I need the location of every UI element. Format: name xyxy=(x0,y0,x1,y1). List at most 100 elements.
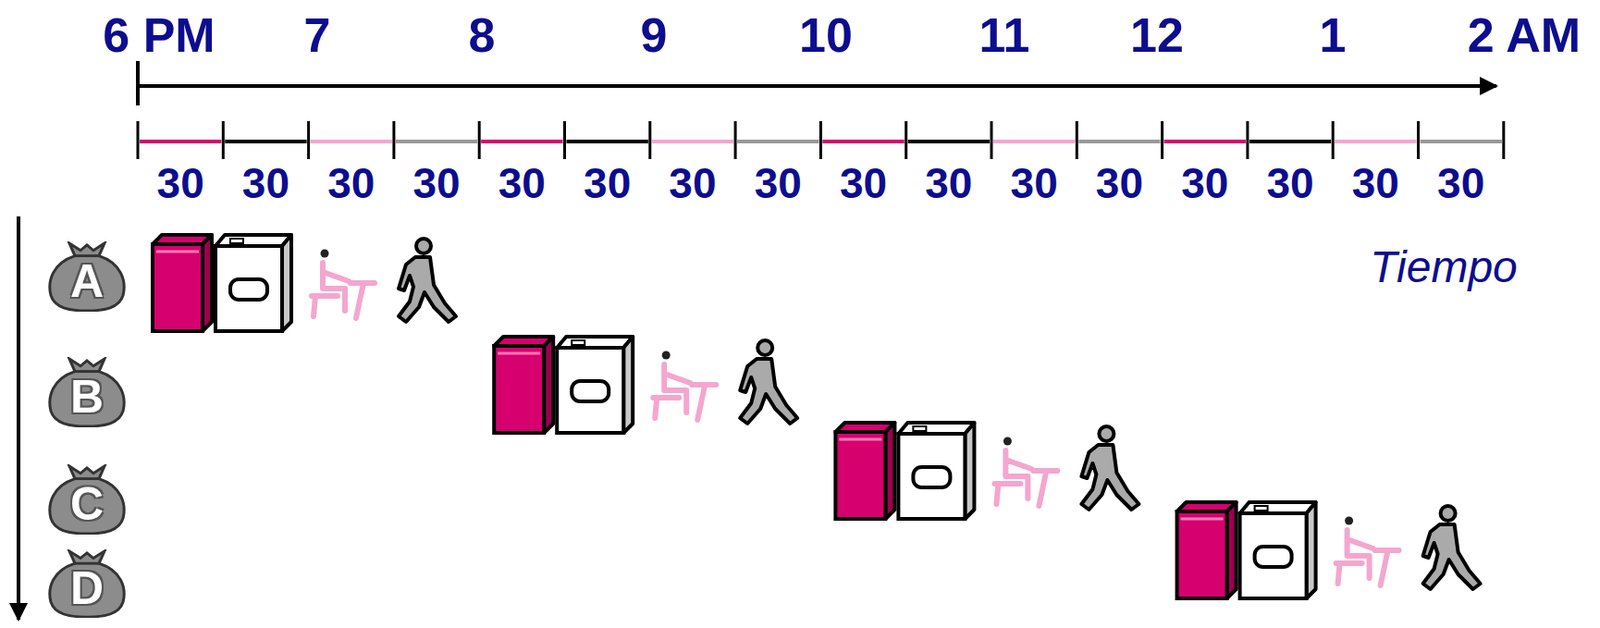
dryer-knob xyxy=(230,238,244,244)
load-letter: C xyxy=(47,464,127,535)
segment-tick xyxy=(734,121,738,160)
duration-label: 30 xyxy=(412,161,460,205)
duration-label: 30 xyxy=(583,161,631,205)
washer-panel xyxy=(1181,517,1224,521)
segment-tick xyxy=(1331,121,1335,160)
time-segment xyxy=(1249,139,1331,144)
duration-label: 30 xyxy=(498,161,546,205)
walker-figure xyxy=(398,257,456,322)
axis-tick xyxy=(135,61,140,106)
hour-label: 10 xyxy=(799,11,853,60)
hour-label: 9 xyxy=(640,11,668,60)
time-segment xyxy=(908,139,990,144)
segment-tick xyxy=(1501,121,1505,160)
hour-label: 12 xyxy=(1130,11,1184,60)
laundry-row xyxy=(493,336,798,433)
folder-figure xyxy=(994,450,1058,506)
time-segment xyxy=(1164,139,1246,144)
washer-panel xyxy=(497,352,541,356)
load-letter: A xyxy=(47,241,127,312)
order-axis xyxy=(16,216,21,620)
dryer-knob xyxy=(912,426,926,431)
segment-tick xyxy=(136,121,140,160)
duration-label: 30 xyxy=(1010,161,1059,205)
segment-tick xyxy=(478,121,481,160)
dryer-front xyxy=(1240,513,1307,599)
load-letter: D xyxy=(47,549,127,618)
load-bag: B xyxy=(47,356,127,428)
time-segment xyxy=(566,139,649,144)
washer-front xyxy=(493,345,544,433)
duration-label: 30 xyxy=(754,161,802,205)
segment-tick xyxy=(1245,121,1249,160)
hour-label: 11 xyxy=(979,11,1031,60)
time-segment xyxy=(480,139,563,144)
folder-head xyxy=(1344,516,1354,526)
walker-head xyxy=(757,340,773,356)
segment-tick xyxy=(392,121,395,160)
folder-figure xyxy=(311,262,375,319)
time-axis xyxy=(137,84,1497,88)
walker-figure xyxy=(1423,524,1481,590)
dryer-window xyxy=(912,467,950,488)
walker-head xyxy=(1440,505,1456,521)
segment-tick xyxy=(648,121,652,160)
walker-figure xyxy=(739,358,798,424)
time-segment xyxy=(737,139,819,144)
hour-label: 8 xyxy=(468,11,496,60)
hour-label: 7 xyxy=(304,11,332,60)
washer-front xyxy=(835,431,886,519)
washer-panel xyxy=(838,438,882,442)
load-letter: B xyxy=(47,356,127,428)
segment-tick xyxy=(563,121,567,160)
duration-label: 30 xyxy=(924,161,973,205)
time-segment xyxy=(139,139,222,144)
washer-front xyxy=(1177,511,1228,599)
segment-tick xyxy=(990,121,994,160)
laundry-row xyxy=(835,422,1139,519)
laundry-row xyxy=(1177,502,1481,599)
duration-label: 30 xyxy=(839,161,887,205)
dryer-knob xyxy=(571,340,585,345)
dryer-window xyxy=(230,279,268,300)
segment-tick xyxy=(1160,121,1164,160)
time-segment xyxy=(1078,139,1160,144)
dryer-front xyxy=(215,246,283,332)
duration-label: 30 xyxy=(1352,161,1400,205)
time-segment xyxy=(652,139,734,144)
duration-label: 30 xyxy=(1437,161,1485,205)
duration-label: 30 xyxy=(1181,161,1229,205)
duration-label: 30 xyxy=(668,161,716,205)
folder-head xyxy=(1003,437,1012,446)
laundry-row xyxy=(152,234,456,332)
folder-head xyxy=(320,249,330,259)
time-segment xyxy=(1334,139,1416,144)
segment-tick xyxy=(1075,121,1079,160)
dryer-front xyxy=(898,433,965,519)
walker-head xyxy=(416,238,431,254)
duration-label: 30 xyxy=(1095,161,1144,205)
dryer-knob xyxy=(1255,505,1268,511)
dryer-window xyxy=(571,381,609,402)
walker-head xyxy=(1098,426,1114,442)
segment-tick xyxy=(221,121,225,160)
washer-panel xyxy=(156,250,199,254)
segment-tick xyxy=(819,121,823,160)
time-segment xyxy=(395,139,478,144)
washer-front xyxy=(152,244,203,332)
hour-label: 2 AM xyxy=(1467,11,1581,60)
time-segment xyxy=(1420,139,1502,144)
duration-label: 30 xyxy=(242,161,290,205)
segment-tick xyxy=(1416,121,1420,160)
hour-label: 1 xyxy=(1319,11,1347,60)
axis-title: Tiempo xyxy=(1369,245,1518,290)
duration-label: 30 xyxy=(327,161,375,205)
folder-figure xyxy=(1336,529,1400,586)
time-segment xyxy=(310,139,393,144)
walker-figure xyxy=(1081,444,1139,510)
time-segment xyxy=(822,139,904,144)
duration-label: 30 xyxy=(1266,161,1314,205)
duration-label: 30 xyxy=(157,161,205,205)
